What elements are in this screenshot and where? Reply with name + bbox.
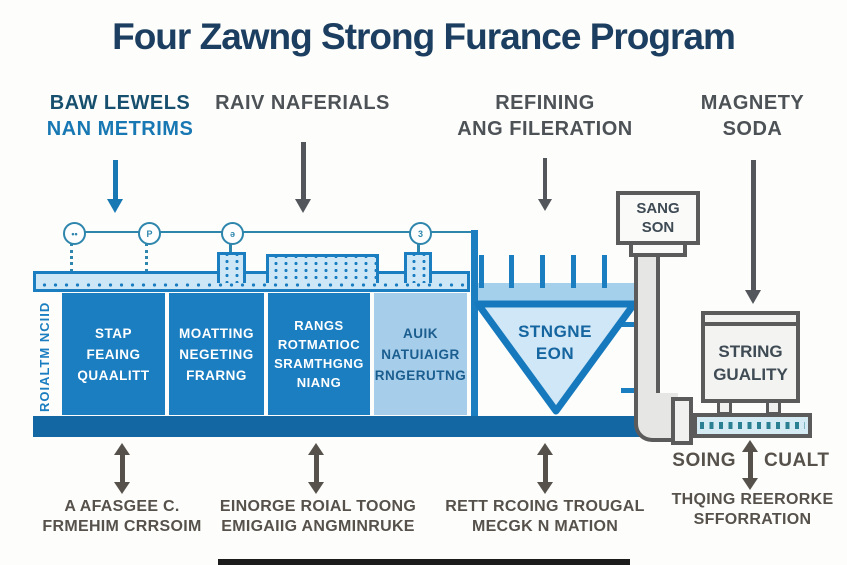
- comb-tooth-icon: [602, 255, 607, 288]
- quality-box: STRING GUALITY: [701, 311, 800, 403]
- process-box-forming: RANGS ROTMATIOC SRAMTHGNG NIANG: [268, 293, 370, 415]
- comb-tooth-icon: [540, 255, 545, 288]
- top-label-line: ANG FILERATION: [457, 118, 633, 140]
- node-circle: 3: [409, 222, 432, 245]
- bottom-label: THQING REERORKE SFFORRATION: [671, 491, 834, 528]
- top-label-line: NAN METRIMS: [46, 118, 194, 140]
- comb-tooth-icon: [479, 255, 484, 288]
- down-arrow-icon: [107, 160, 123, 213]
- top-label-raw-levels: BAW LEWELS NAN METRIMS: [25, 90, 215, 142]
- bottom-label: A AFASGEE C. FRMEHIM CRRSOIM: [42, 498, 202, 535]
- page-title: Four Zawng Strong Furance Program: [112, 16, 736, 57]
- timeline-connector: [72, 231, 477, 233]
- process-box-annealing: AUIK NATUIAIGR RNGERUTNG: [374, 293, 467, 415]
- node-dropline: [417, 242, 420, 255]
- top-label-refining: REFINING ANG FILERATION: [445, 90, 645, 142]
- tank-band: [471, 283, 641, 306]
- cualt-label: CUALT: [764, 450, 830, 471]
- top-label-line: MAGNETY: [700, 92, 805, 114]
- belt-dashes: [700, 422, 805, 429]
- node-dropline: [145, 243, 148, 272]
- bottom-edge-artifact: [218, 559, 630, 565]
- pipe-elbow: [634, 393, 678, 442]
- node-circle: P: [138, 222, 161, 245]
- node-glyph: P: [146, 228, 153, 239]
- top-label-raw-materials: RAIV NAFERIALS: [200, 90, 405, 116]
- tank-left-wall: [471, 230, 478, 418]
- sensor-neck: [629, 241, 687, 257]
- top-label-line: SODA: [722, 118, 783, 140]
- level-tick-icon: [621, 388, 634, 393]
- double-arrow-icon: [114, 443, 130, 494]
- feeder-bump: [217, 252, 246, 283]
- comb-tooth-icon: [509, 255, 514, 288]
- feeder-side-label: ROIALTM NCIID: [37, 301, 52, 412]
- conveyor-belt: [693, 413, 812, 438]
- process-box-feeding: STAP FEAING QUAALITT: [62, 293, 165, 415]
- node-circle: ••: [63, 222, 86, 245]
- funnel-label: STNGNE EON: [518, 322, 592, 363]
- top-label-line: BAW LEWELS: [49, 92, 191, 114]
- node-circle: ə: [221, 222, 244, 245]
- top-label-magnet: MAGNETY SODA: [655, 90, 847, 142]
- bottom-label: EINORGE ROIAL TOONG EMIGAIIG ANGMINRUKE: [219, 498, 417, 535]
- down-arrow-icon: [745, 160, 761, 304]
- feeder-bump: [266, 254, 379, 283]
- comb-tooth-icon: [571, 255, 576, 288]
- pipe-vertical: [634, 251, 660, 397]
- double-arrow-icon: [308, 443, 324, 494]
- node-dropline: [229, 242, 232, 255]
- double-arrow-icon: [537, 443, 553, 494]
- node-glyph: ••: [71, 228, 78, 239]
- down-arrow-icon: [538, 158, 552, 211]
- base-bar: [33, 416, 643, 437]
- pipe-flange: [671, 397, 693, 445]
- node-dropline: [70, 243, 73, 272]
- feeder-bump: [404, 252, 432, 283]
- double-arrow-icon: [742, 440, 758, 490]
- quality-box-label: STRING GUALITY: [713, 342, 788, 384]
- down-arrow-icon: [295, 142, 311, 213]
- process-box-melting: MOATTING NEGETING FRARNG: [169, 293, 264, 415]
- level-tick-icon: [621, 322, 634, 327]
- sensor-box: SANG SON: [616, 191, 700, 245]
- funnel-icon: [474, 300, 638, 415]
- bottom-label: RETT RCOING TROUGAL MECGK N MATION: [445, 498, 645, 535]
- top-label-line: REFINING: [495, 92, 595, 114]
- top-label-line: RAIV NAFERIALS: [215, 92, 390, 114]
- node-glyph: 3: [417, 228, 423, 239]
- quality-box-lid: [705, 315, 796, 326]
- soing-label: SOING: [672, 450, 736, 471]
- node-glyph: ə: [229, 228, 235, 239]
